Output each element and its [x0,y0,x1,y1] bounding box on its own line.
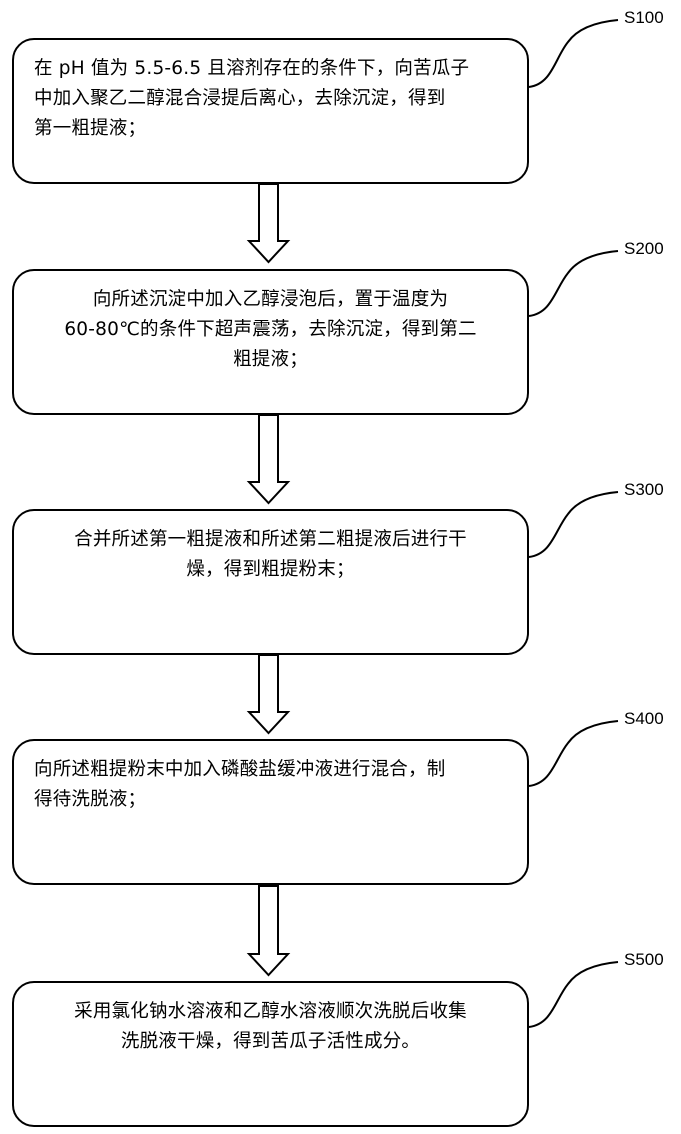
step-text-s200: 向所述沉淀中加入乙醇浸泡后，置于温度为 60-80℃的条件下超声震荡，去除沉淀，… [28,285,513,375]
step-label-s400: S400 [624,709,664,729]
leader-line-s100 [529,20,618,87]
step-box-s300: 合并所述第一粗提液和所述第二粗提液后进行干 燥，得到粗提粉末； [12,509,529,655]
down-arrow-4 [249,886,288,975]
step-label-s100: S100 [624,8,664,28]
leader-line-s400 [529,721,618,786]
step-text-s500: 采用氯化钠水溶液和乙醇水溶液顺次洗脱后收集 洗脱液干燥，得到苦瓜子活性成分。 [28,997,513,1057]
step-text-s400: 向所述粗提粉末中加入磷酸盐缓冲液进行混合，制 得待洗脱液； [34,755,511,815]
step-text-s300: 合并所述第一粗提液和所述第二粗提液后进行干 燥，得到粗提粉末； [28,525,513,585]
step-box-s400: 向所述粗提粉末中加入磷酸盐缓冲液进行混合，制 得待洗脱液； [12,739,529,885]
down-arrow-1 [249,184,288,262]
down-arrow-2 [249,415,288,503]
leader-line-s200 [529,251,618,316]
down-arrow-3 [249,655,288,733]
leader-line-s300 [529,492,618,557]
leader-line-s500 [529,962,618,1027]
step-label-s500: S500 [624,950,664,970]
step-box-s100: 在 pH 值为 5.5-6.5 且溶剂存在的条件下，向苦瓜子 中加入聚乙二醇混合… [12,38,529,184]
step-label-s200: S200 [624,239,664,259]
step-box-s500: 采用氯化钠水溶液和乙醇水溶液顺次洗脱后收集 洗脱液干燥，得到苦瓜子活性成分。 [12,981,529,1127]
step-label-s300: S300 [624,480,664,500]
step-text-s100: 在 pH 值为 5.5-6.5 且溶剂存在的条件下，向苦瓜子 中加入聚乙二醇混合… [34,54,511,144]
step-box-s200: 向所述沉淀中加入乙醇浸泡后，置于温度为 60-80℃的条件下超声震荡，去除沉淀，… [12,269,529,415]
